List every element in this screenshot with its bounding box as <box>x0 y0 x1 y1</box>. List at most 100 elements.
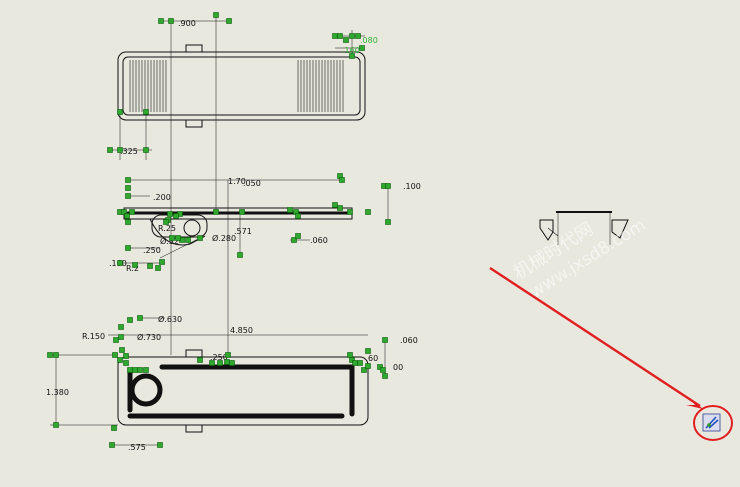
dimension-handle[interactable] <box>125 245 131 251</box>
dimension-handle[interactable] <box>385 183 391 189</box>
dimension-handle[interactable] <box>155 265 161 271</box>
dimension-handle[interactable] <box>124 213 130 219</box>
dim-60[interactable]: 60 <box>368 354 378 363</box>
dimension-handle[interactable] <box>287 207 293 213</box>
dimension-handle[interactable] <box>224 359 230 365</box>
dim-r2[interactable]: R.2 <box>126 264 139 273</box>
dimension-handle[interactable] <box>167 211 173 217</box>
dimension-handles[interactable] <box>47 12 391 448</box>
dim-250-mid[interactable]: .250 <box>143 246 161 255</box>
dimension-handle[interactable] <box>107 147 113 153</box>
dim-050[interactable]: .050 <box>243 179 261 188</box>
dimension-handle[interactable] <box>349 357 355 363</box>
dimension-handle[interactable] <box>197 235 203 241</box>
dim-250-bot[interactable]: .250 <box>210 353 228 362</box>
dim-r25[interactable]: R.25 <box>158 224 176 233</box>
dimension-handle[interactable] <box>175 235 181 241</box>
dimension-handle[interactable] <box>125 219 131 225</box>
dim-d630[interactable]: Ø.630 <box>158 314 182 324</box>
dimension-handle[interactable] <box>185 237 191 243</box>
dimension-handle[interactable] <box>349 53 355 59</box>
dim-575[interactable]: .575 <box>128 443 146 452</box>
dimension-handle[interactable] <box>339 177 345 183</box>
dimension-handle[interactable] <box>111 425 117 431</box>
dimension-handle[interactable] <box>129 209 135 215</box>
dimension-handle[interactable] <box>53 352 59 358</box>
dimension-handle[interactable] <box>377 364 383 370</box>
dimension-handle[interactable] <box>127 317 133 323</box>
dimension-handle[interactable] <box>123 353 129 359</box>
dimension-handle[interactable] <box>118 334 124 340</box>
dimension-handle[interactable] <box>349 33 355 39</box>
dimension-handle[interactable] <box>209 360 215 366</box>
dimension-handle[interactable] <box>143 147 149 153</box>
dimension-handle[interactable] <box>143 367 149 373</box>
dimension-handle[interactable] <box>109 442 115 448</box>
dimension-handle[interactable] <box>113 337 119 343</box>
dimension-handle[interactable] <box>121 209 127 215</box>
dim-d32[interactable]: Ø.32 <box>160 236 179 246</box>
dimension-handle[interactable] <box>225 352 231 358</box>
dimension-handle[interactable] <box>169 235 175 241</box>
dimension-handle[interactable] <box>332 33 338 39</box>
dimension-handle[interactable] <box>47 352 53 358</box>
dimension-handle[interactable] <box>295 213 301 219</box>
dimension-handle[interactable] <box>159 259 165 265</box>
dimension-handle[interactable] <box>125 193 131 199</box>
dimension-handle[interactable] <box>163 219 169 225</box>
dim-d280[interactable]: Ø.280 <box>212 233 236 243</box>
dimension-handle[interactable] <box>365 348 371 354</box>
dim-4850[interactable]: 4.850 <box>230 326 253 335</box>
dimension-handle[interactable] <box>123 360 129 366</box>
dimension-handle[interactable] <box>157 442 163 448</box>
dimension-handle[interactable] <box>217 360 223 366</box>
dimension-handle[interactable] <box>213 209 219 215</box>
dim-00[interactable]: 00 <box>393 363 403 372</box>
dimension-handle[interactable] <box>117 109 123 115</box>
dim-1-70[interactable]: 1.70 <box>228 177 246 186</box>
dim-160-top[interactable]: .160 <box>342 46 360 55</box>
dimension-handle[interactable] <box>382 337 388 343</box>
dimension-handle[interactable] <box>117 357 123 363</box>
dimension-handle[interactable] <box>226 18 232 24</box>
dimension-handle[interactable] <box>147 263 153 269</box>
dim-060-bot[interactable]: .060 <box>400 336 418 345</box>
dimension-handle[interactable] <box>173 213 179 219</box>
dimension-handle[interactable] <box>347 209 353 215</box>
dimension-handle[interactable] <box>213 12 219 18</box>
dimension-handle[interactable] <box>332 202 338 208</box>
dimension-handle[interactable] <box>53 422 59 428</box>
dimension-handle[interactable] <box>117 147 123 153</box>
dimension-handle[interactable] <box>197 357 203 363</box>
dimension-handle[interactable] <box>125 177 131 183</box>
dimension-handle[interactable] <box>365 363 371 369</box>
dimension-handle[interactable] <box>347 352 353 358</box>
dimension-handle[interactable] <box>229 360 235 366</box>
dimension-handle[interactable] <box>352 360 358 366</box>
dimension-handle[interactable] <box>382 373 388 379</box>
dimension-handle[interactable] <box>112 352 118 358</box>
dimension-handle[interactable] <box>343 37 349 43</box>
dimension-handle[interactable] <box>295 233 301 239</box>
dimension-handle[interactable] <box>158 18 164 24</box>
dimension-handle[interactable] <box>132 367 138 373</box>
dim-325[interactable]: .325 <box>120 147 138 156</box>
dim-200[interactable]: .200 <box>153 193 171 202</box>
dimension-handle[interactable] <box>359 45 365 51</box>
dimension-handle[interactable] <box>237 252 243 258</box>
sketch-tool-icon[interactable] <box>702 413 721 432</box>
dimension-handle[interactable] <box>239 209 245 215</box>
dim-r150[interactable]: R.150 <box>82 332 105 341</box>
dimension-handle[interactable] <box>117 260 123 266</box>
dimension-handle[interactable] <box>357 360 363 366</box>
dimension-handle[interactable] <box>143 109 149 115</box>
dimension-handle[interactable] <box>385 219 391 225</box>
dimension-handle[interactable] <box>127 367 133 373</box>
dimension-handle[interactable] <box>380 367 386 373</box>
dim-100[interactable]: .100 <box>403 182 421 191</box>
dim-080[interactable]: .080 <box>360 36 378 45</box>
dimension-handle[interactable] <box>137 367 143 373</box>
dimension-handle[interactable] <box>168 18 174 24</box>
dimension-handle[interactable] <box>132 262 138 268</box>
